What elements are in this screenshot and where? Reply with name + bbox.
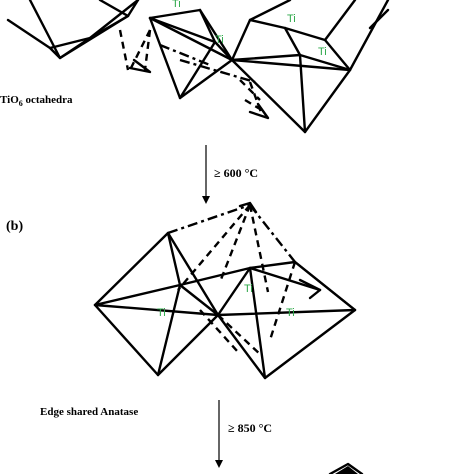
transition-arrow-1: [202, 145, 210, 204]
ti-label: Ti: [287, 13, 296, 25]
ti-label: Ti: [244, 283, 253, 295]
panel-a-octahedra: [6, 0, 390, 134]
temperature-label-850: ≥ 850 °C: [228, 421, 272, 435]
ti-label: Ti: [215, 34, 224, 46]
tio6-octahedra-label: TiO6 octahedra: [0, 94, 73, 108]
ti-label: Ti: [286, 307, 295, 319]
ti-label: Ti: [172, 0, 181, 10]
ti-label: Ti: [318, 46, 327, 58]
panel-b-octahedra: [93, 201, 357, 380]
transition-arrow-2: [215, 400, 223, 468]
ti-label: Ti: [157, 307, 166, 319]
panel-c-partial: [328, 462, 364, 474]
edge-shared-anatase-label: Edge shared Anatase: [40, 406, 138, 418]
panel-b-label: (b): [6, 219, 23, 234]
temperature-label-600: ≥ 600 °C: [214, 166, 258, 180]
